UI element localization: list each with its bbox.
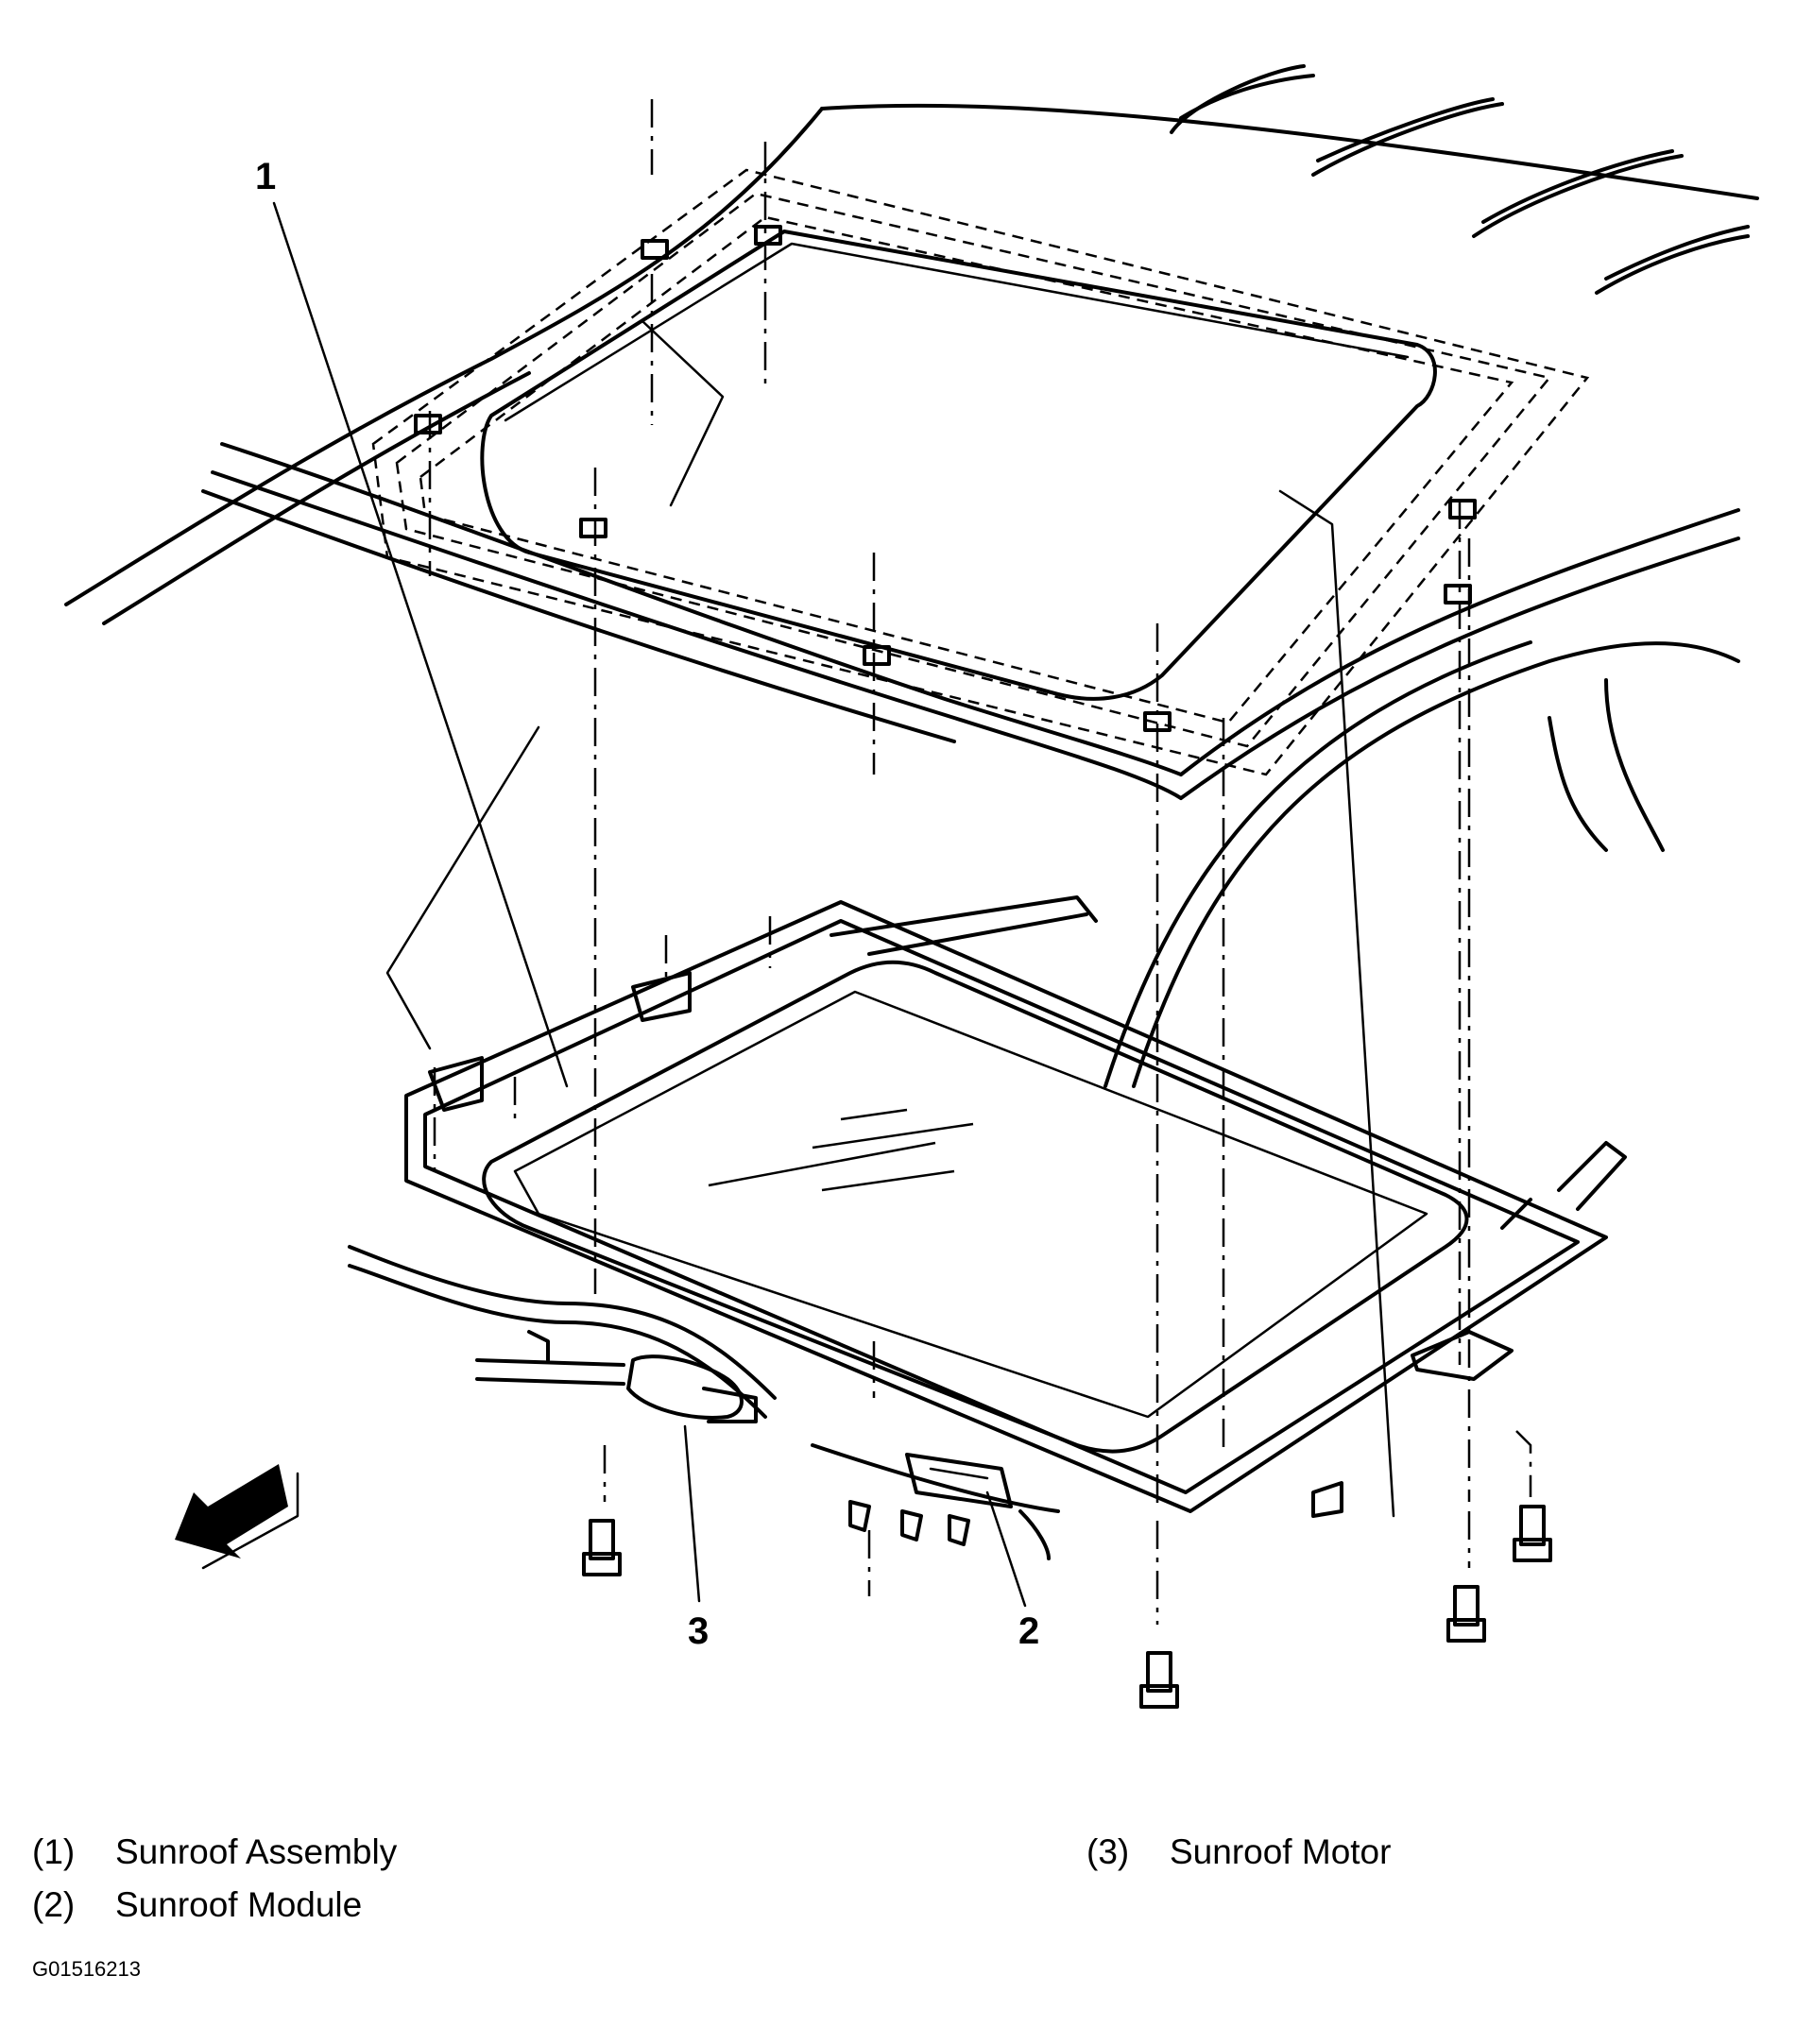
legend-item-2: (2) Sunroof Module [32, 1885, 362, 1925]
bolt-icon [582, 1505, 1552, 1709]
sunroof-motor [475, 1330, 758, 1423]
roof-opening [371, 168, 1590, 776]
roof-panel [64, 64, 1759, 1088]
legend-text: Sunroof Assembly [115, 1832, 398, 1871]
sunroof-module [848, 1453, 1013, 1546]
legend-number: (3) [1086, 1832, 1130, 1871]
legend-text: Sunroof Module [115, 1885, 363, 1924]
front-direction-arrow-icon [175, 1464, 299, 1570]
legend-number: (2) [32, 1885, 76, 1924]
figure-id: G01516213 [32, 1957, 141, 1981]
legend-text: Sunroof Motor [1170, 1832, 1392, 1871]
sunroof-frame [348, 895, 1627, 1560]
leader-lines [272, 201, 1395, 1608]
legend-item-3: (3) Sunroof Motor [1086, 1832, 1391, 1872]
roof-nuts [414, 225, 1477, 732]
legend-item-1: (1) Sunroof Assembly [32, 1832, 397, 1872]
sunroof-exploded-diagram: 1 2 3 [64, 64, 1759, 1709]
callout-3: 3 [688, 1610, 709, 1652]
legend-number: (1) [32, 1832, 76, 1871]
alignment-lines [428, 99, 1532, 1625]
callout-1: 1 [255, 156, 276, 197]
callout-2: 2 [1018, 1610, 1039, 1652]
